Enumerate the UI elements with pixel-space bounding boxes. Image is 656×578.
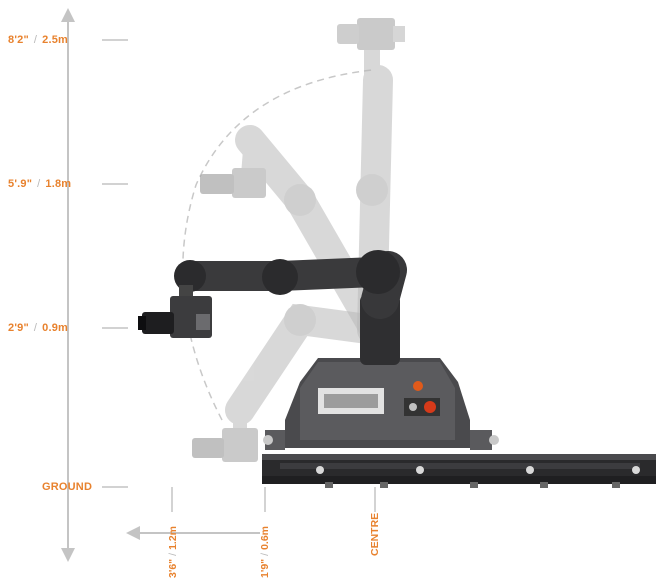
robot-base bbox=[263, 358, 499, 450]
height-label-1-8m: 5'.9"/1.8m bbox=[8, 178, 72, 190]
track-rail bbox=[262, 454, 656, 488]
height-axis bbox=[61, 8, 128, 562]
reach-arc bbox=[182, 69, 373, 421]
reach-axis bbox=[126, 487, 376, 540]
reach-label-0-6m: 1'9"/0.6m bbox=[259, 525, 271, 578]
emergency-stop-icon bbox=[424, 401, 436, 413]
ground-label: GROUND bbox=[42, 481, 93, 493]
centre-label: CENTRE bbox=[369, 512, 381, 556]
camera-lens-icon bbox=[142, 312, 174, 334]
reach-left-arrow-icon bbox=[126, 526, 140, 540]
height-label-0-9m: 2'9"/0.9m bbox=[8, 322, 69, 334]
ghost-arm-mid bbox=[200, 125, 390, 345]
axis-up-arrow-icon bbox=[61, 8, 75, 22]
ghost-arm-low bbox=[192, 303, 390, 462]
indicator-light-icon bbox=[413, 381, 423, 391]
axis-down-arrow-icon bbox=[61, 548, 75, 562]
robot-arm-main bbox=[138, 250, 407, 365]
height-label-2-5m: 8'2"/2.5m bbox=[8, 34, 69, 46]
reach-label-1-2m: 3'6"/1.2m bbox=[167, 525, 179, 578]
